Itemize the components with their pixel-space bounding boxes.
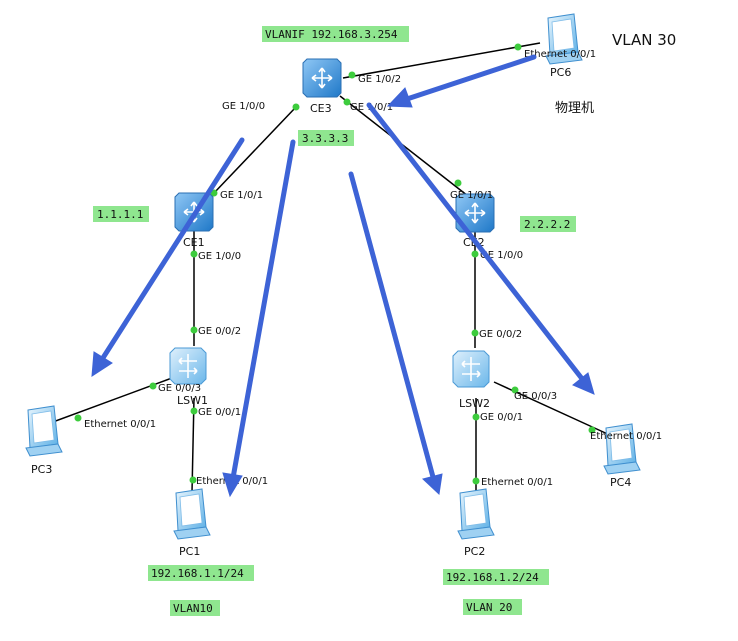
link-ce3-ce1 [213, 106, 297, 194]
router-ce3[interactable] [302, 58, 342, 98]
switch-lsw2[interactable] [452, 350, 490, 388]
vlan30-note: VLAN 30 [612, 31, 676, 49]
pc-pc3[interactable] [25, 405, 63, 457]
port-label: GE 0/0/3 [158, 383, 201, 394]
port-label: GE 0/0/2 [198, 326, 241, 337]
port-label: Ethernet 0/0/1 [481, 477, 553, 488]
ce3-label: CE3 [310, 102, 332, 115]
port-label: Ethernet 0/0/1 [84, 419, 156, 430]
pc-pc1[interactable] [173, 488, 211, 540]
pc2-label: PC2 [464, 545, 485, 558]
tag-vlan20: VLAN 20 [463, 599, 522, 615]
tag-pc1-ip: 192.168.1.1/24 [148, 565, 254, 581]
port-dots [74, 43, 596, 485]
port-label: GE 0/0/3 [514, 391, 557, 402]
port-label: GE 1/0/0 [198, 251, 241, 262]
arrow-head [91, 351, 113, 377]
tag-ce1-id: 1.1.1.1 [93, 206, 149, 222]
svg-text:192.168.1.2/24: 192.168.1.2/24 [446, 571, 539, 584]
port-label: GE 1/0/2 [358, 74, 401, 85]
tag-ce2-id: 2.2.2.2 [520, 216, 576, 232]
port-label: GE 1/0/1 [450, 190, 493, 201]
svg-text:192.168.1.1/24: 192.168.1.1/24 [151, 567, 244, 580]
svg-text:VLANIF 192.168.3.254: VLANIF 192.168.3.254 [265, 28, 398, 41]
arrow-to-pc1 [230, 139, 296, 481]
arrow-pc6-to-ce3 [401, 54, 537, 103]
pc3-label: PC3 [31, 463, 52, 476]
tag-vlan10: VLAN10 [170, 600, 220, 616]
arrow-to-pc3 [98, 137, 245, 364]
port-label: GE 0/0/2 [479, 329, 522, 340]
pc1-label: PC1 [179, 545, 200, 558]
svg-text:VLAN 20: VLAN 20 [466, 601, 512, 614]
svg-text:3.3.3.3: 3.3.3.3 [302, 132, 348, 145]
port-label: GE 0/0/1 [480, 412, 523, 423]
svg-text:VLAN10: VLAN10 [173, 602, 213, 615]
switch-lsw1[interactable] [169, 347, 207, 385]
arrow-head [222, 472, 243, 498]
ce1-label: CE1 [183, 236, 205, 249]
arrow-head [572, 372, 595, 395]
pc4-label: PC4 [610, 476, 631, 489]
arrow-head [386, 87, 413, 108]
pc-pc2[interactable] [457, 488, 495, 540]
svg-text:2.2.2.2: 2.2.2.2 [524, 218, 570, 231]
port-label: GE 0/0/1 [198, 407, 241, 418]
port-label: GE 1/0/0 [480, 250, 523, 261]
arrow-to-pc2 [348, 171, 436, 480]
tag-vlanif: VLANIF 192.168.3.254 [262, 26, 409, 42]
pc6-label: PC6 [550, 66, 571, 79]
port-label: GE 1/0/1 [220, 190, 263, 201]
flow-arrows [91, 54, 595, 498]
link-ce3-pc6 [342, 42, 541, 79]
physical-machine-note: 物理机 [555, 101, 594, 116]
lsw1-label: LSW1 [177, 394, 208, 407]
tag-pc2-ip: 192.168.1.2/24 [443, 569, 549, 585]
port-label: Ethernet 0/0/1 [590, 431, 662, 442]
arrow-to-pc4 [366, 102, 586, 383]
port-label: GE 1/0/0 [222, 101, 265, 112]
port-label: Ethernet 0/0/1 [524, 49, 596, 60]
svg-text:1.1.1.1: 1.1.1.1 [97, 208, 143, 221]
arrow-head [421, 473, 443, 496]
lsw2-label: LSW2 [459, 397, 490, 410]
tag-ce3-id: 3.3.3.3 [298, 130, 354, 146]
